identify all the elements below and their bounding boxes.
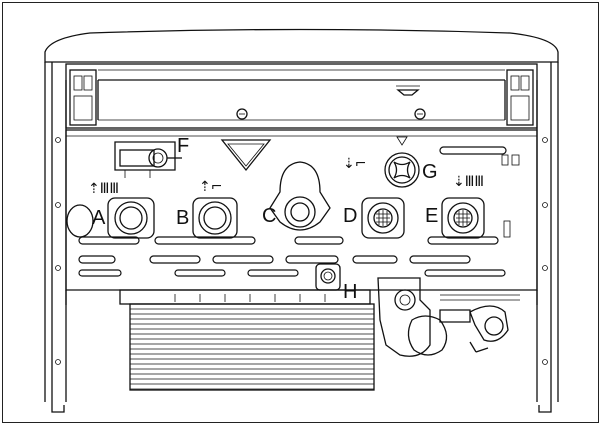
fitting-h: H: [315, 263, 357, 303]
slot-pattern: [78, 146, 507, 277]
label-f: F: [177, 135, 189, 157]
hot-water-icon: ⇡⌐: [199, 179, 222, 195]
v-notch: [220, 139, 272, 172]
heating-return-icon: ⇣ⅢⅢ: [453, 174, 484, 190]
label-a: A: [92, 207, 106, 229]
connector-d: D ⇣⌐: [343, 156, 405, 239]
label-d: D: [343, 205, 357, 227]
label-b: B: [176, 207, 189, 229]
upper-housing: [65, 63, 538, 129]
top-cover: [44, 28, 559, 63]
label-c: C: [262, 205, 276, 227]
heating-flow-icon: ⇡ⅢⅢ: [88, 181, 119, 197]
valve-g: G: [384, 152, 438, 188]
connector-b: B ⇡⌐: [176, 179, 238, 239]
label-e: E: [425, 205, 438, 227]
heat-exchanger: [129, 303, 375, 391]
figure-frame: [2, 2, 599, 423]
cold-water-icon: ⇣⌐: [343, 156, 366, 172]
label-g: G: [422, 161, 438, 183]
connector-a: A ⇡ⅢⅢ: [88, 181, 155, 239]
label-h: H: [343, 281, 357, 303]
fitting-f: F: [114, 135, 189, 178]
connector-c: C: [262, 161, 331, 231]
connector-e: E ⇣ⅢⅢ: [425, 174, 485, 239]
